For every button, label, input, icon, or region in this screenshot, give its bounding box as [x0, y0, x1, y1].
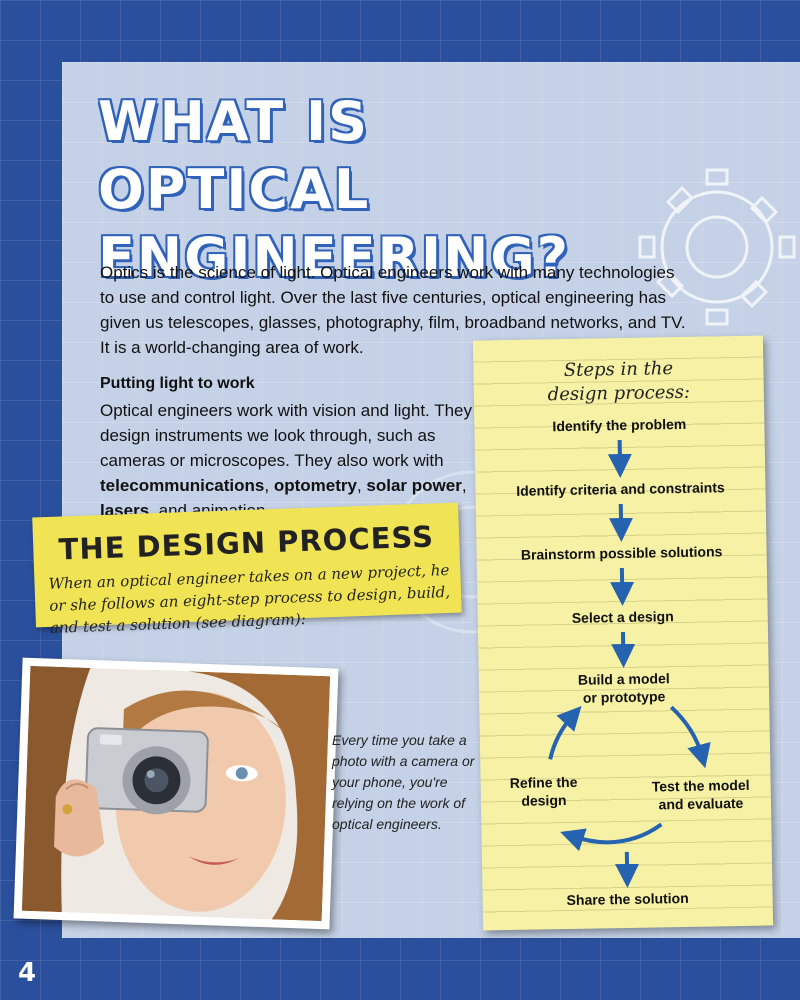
- photo-frame: [13, 657, 339, 930]
- page-title: WHAT IS OPTICAL ENGINEERING?: [98, 90, 570, 289]
- intro-paragraph: Optics is the science of light. Optical …: [100, 263, 686, 357]
- keyword-solar-power: solar power: [366, 476, 462, 495]
- woman-with-camera-image: [21, 665, 331, 922]
- cycle-arrow-icon: [669, 705, 711, 769]
- section-heading: Putting light to work: [100, 375, 255, 392]
- gear-icon: [638, 168, 796, 326]
- paragraph-text: Optical engineers work with vision and l…: [100, 401, 472, 470]
- cycle-arrow-icon: [560, 822, 663, 852]
- cycle-arrow-icon: [548, 706, 582, 760]
- photo-caption: Every time you take a photo with a camer…: [332, 732, 475, 832]
- paragraph-text: ,: [461, 476, 467, 495]
- paragraph-text: ,: [356, 476, 367, 495]
- keyword-telecommunications: telecommunications: [100, 476, 265, 495]
- design-process-note: THE DESIGN PROCESS When an optical engin…: [32, 502, 462, 637]
- section-paragraph: Optical engineers work with vision and l…: [100, 398, 480, 523]
- keyword-optometry: optometry: [273, 476, 357, 495]
- page-number: 4: [18, 958, 37, 988]
- paragraph-text: ,: [264, 476, 274, 495]
- steps-arrows: [548, 439, 711, 888]
